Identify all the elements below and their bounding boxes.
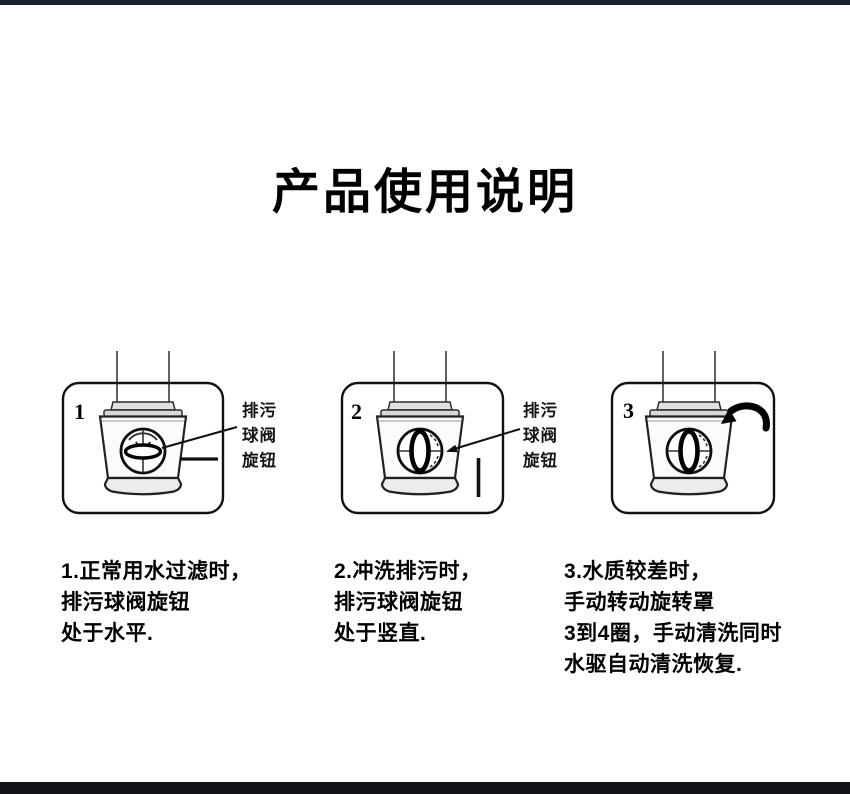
figure-panel-3: 3	[610, 351, 776, 515]
callout-line	[161, 426, 238, 449]
caption-line: 2.冲洗排污时，	[334, 560, 482, 583]
valve-label-line: 旋钮	[522, 450, 558, 470]
panel-frame	[610, 381, 776, 515]
caption-line: 排污球阀旋钮	[61, 591, 190, 614]
valve-callout-label: 排污 球阀 旋钮	[241, 400, 277, 470]
valve-label-line: 排污	[523, 400, 558, 420]
valve-callout-label: 排污 球阀 旋钮	[522, 400, 558, 470]
filter-housing-drawing	[98, 400, 188, 496]
filter-housing-drawing	[644, 400, 734, 496]
valve-label-line: 球阀	[242, 425, 277, 445]
panel-frame	[61, 381, 225, 515]
panel-number: 3	[623, 398, 634, 423]
caption-line: 1.正常用水过滤时，	[61, 560, 252, 583]
valve-label-line: 球阀	[523, 425, 558, 445]
caption-step-1: 1.正常用水过滤时， 排污球阀旋钮 处于水平.	[61, 556, 252, 649]
panel-number: 2	[351, 399, 362, 424]
arrowhead-icon	[446, 444, 458, 453]
callout-arrow	[446, 428, 521, 453]
rotate-arrow-icon	[721, 402, 770, 432]
panel-number: 1	[74, 399, 85, 424]
caption-line: 处于水平.	[61, 622, 154, 645]
caption-line: 3到4圈，手动清洗同时	[564, 622, 782, 645]
caption-step-2: 2.冲洗排污时， 排污球阀旋钮 处于竖直.	[334, 556, 482, 649]
filter-housing-drawing	[375, 400, 465, 496]
caption-line: 水驱自动清洗恢复.	[564, 653, 743, 676]
caption-line: 排污球阀旋钮	[334, 591, 463, 614]
panel-frame	[340, 381, 505, 515]
caption-line: 手动转动旋转罩	[564, 591, 715, 614]
bottom-bar	[0, 782, 850, 794]
figure-panel-1: 1 排污 球阀 旋钮	[61, 351, 277, 515]
caption-line: 处于竖直.	[334, 622, 427, 645]
valve-label-line: 排污	[242, 400, 277, 420]
caption-line: 3.水质较差时，	[564, 560, 712, 583]
figure-panel-2: 2 排污 球阀 旋钮	[340, 351, 558, 515]
valve-label-line: 旋钮	[241, 450, 277, 470]
page-title: 产品使用说明	[271, 166, 578, 219]
caption-step-3: 3.水质较差时， 手动转动旋转罩 3到4圈，手动清洗同时 水驱自动清洗恢复.	[564, 556, 782, 680]
top-bar	[0, 0, 850, 5]
